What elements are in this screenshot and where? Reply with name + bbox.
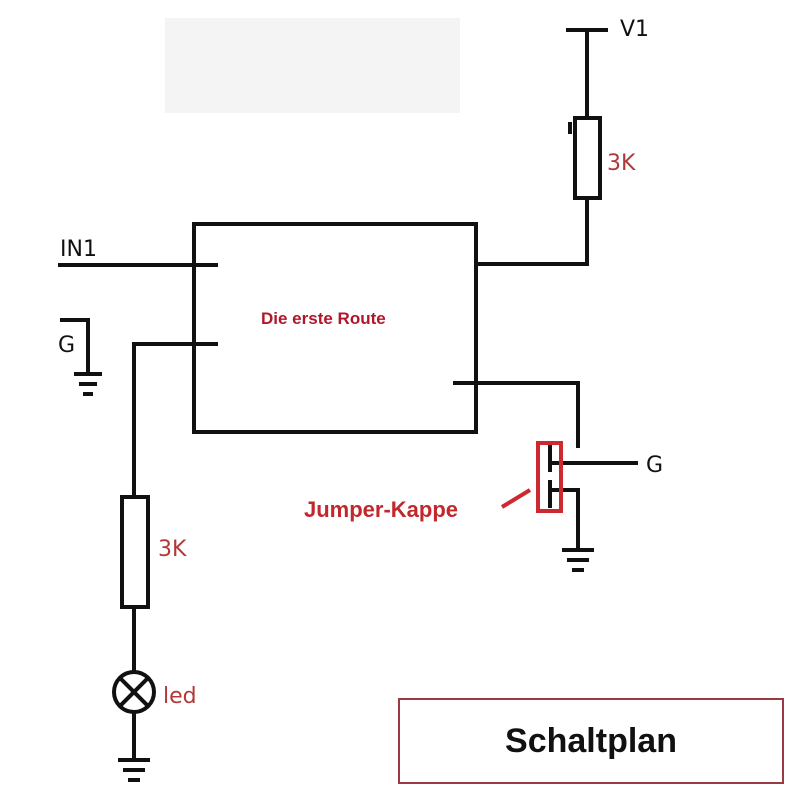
- title-box: Schaltplan: [398, 698, 784, 784]
- v1-label: V1: [620, 17, 649, 42]
- in1-label: IN1: [60, 237, 97, 262]
- led-lamp-cross: [117, 675, 151, 709]
- ground-symbol-right: [562, 548, 594, 572]
- gnd-left-wire: [60, 318, 90, 374]
- gnd-right-label: G: [646, 453, 663, 478]
- resistor-bottom: [120, 495, 150, 609]
- ground-symbol-left: [74, 372, 102, 396]
- background-patch: [165, 18, 460, 113]
- module-route-label: Die erste Route: [261, 309, 386, 328]
- resistor-top: [573, 116, 602, 200]
- schematic-title: Schaltplan: [505, 721, 677, 760]
- jumper-pointer: [500, 488, 532, 509]
- led-label: led: [163, 684, 197, 709]
- jumper-label: Jumper-Kappe: [304, 497, 458, 522]
- gnd-left-label: G: [58, 333, 75, 358]
- jumper-cap-box: [536, 441, 563, 513]
- ground-symbol-led: [118, 758, 150, 782]
- resistor-bottom-label: 3K: [158, 537, 187, 562]
- module-box: [192, 222, 478, 434]
- resistor-top-label: 3K: [607, 151, 636, 176]
